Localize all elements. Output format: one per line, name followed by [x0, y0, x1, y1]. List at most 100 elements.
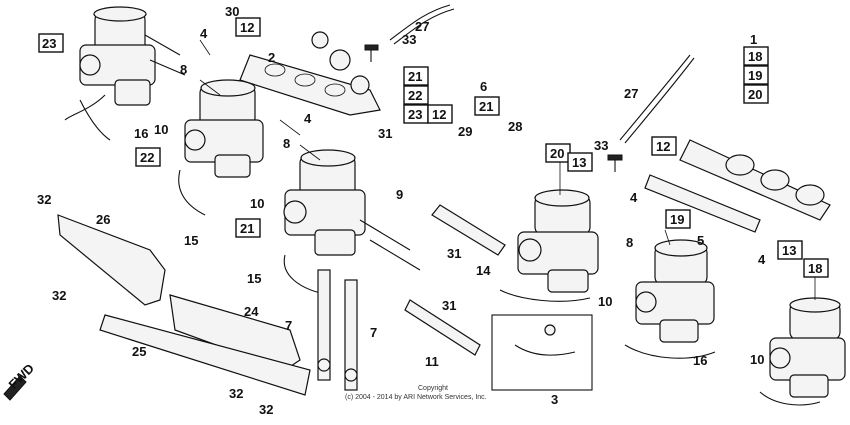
copyright-line-2: (c) 2004 - 2014 by ARI Network Services,…: [345, 394, 487, 401]
label-32: 32: [229, 386, 243, 401]
label-7: 7: [370, 325, 377, 340]
svg-text:12: 12: [432, 107, 446, 122]
label-24: 24: [244, 304, 259, 319]
boxed-callouts: 23 12 21 22 23 12 21 22 18 19 20 20 13 1…: [38, 17, 829, 278]
label-29: 29: [458, 124, 472, 139]
callout-box-21: 21: [235, 218, 261, 238]
fwd-arrow-shape: [3, 375, 27, 401]
label-15: 15: [247, 271, 261, 286]
label-30: 30: [225, 4, 239, 19]
callout-box-18: 18: [803, 258, 829, 278]
label-8: 8: [626, 235, 633, 250]
svg-text:12: 12: [656, 139, 670, 154]
carburetor-assembly-5: [624, 239, 716, 359]
callout-box-23: 23: [38, 33, 64, 53]
svg-text:20: 20: [550, 146, 564, 161]
vent-tube-27-top: [389, 4, 451, 41]
label-5: 5: [697, 233, 704, 248]
carburetor-assembly-3: [283, 149, 366, 296]
plate-12-right: [644, 174, 761, 233]
label-10: 10: [750, 352, 764, 367]
part-labels: 30 27 4 33 2 8 10 16 4 8 31 29 6 28 1 27…: [37, 4, 766, 417]
callout-box-13: 13: [567, 152, 593, 172]
callout-box-18: 18: [743, 46, 769, 66]
label-4: 4: [758, 252, 766, 267]
label-16: 16: [693, 353, 707, 368]
svg-text:12: 12: [240, 20, 254, 35]
label-11: 11: [425, 354, 439, 369]
label-33: 33: [402, 32, 416, 47]
label-1: 1: [750, 32, 757, 47]
label-26: 26: [96, 212, 110, 227]
callout-box-12: 12: [651, 136, 677, 156]
svg-text:22: 22: [140, 150, 154, 165]
svg-text:19: 19: [748, 68, 762, 83]
label-10: 10: [598, 294, 612, 309]
link-arm-11: [404, 299, 481, 356]
label-2: 2: [268, 50, 275, 65]
callout-box-23: 23: [403, 104, 429, 124]
svg-text:21: 21: [408, 69, 422, 84]
svg-text:13: 13: [782, 243, 796, 258]
stay-26: [57, 214, 166, 306]
svg-text:21: 21: [240, 221, 254, 236]
label-33: 33: [594, 138, 608, 153]
label-27: 27: [415, 19, 429, 34]
callout-box-19: 19: [665, 209, 691, 229]
svg-text:23: 23: [408, 107, 422, 122]
insulator-strip-right: [679, 139, 831, 221]
svg-text:19: 19: [670, 212, 684, 227]
label-32: 32: [37, 192, 51, 207]
carburetor-assembly-2: [178, 79, 264, 216]
link-arm-14: [431, 204, 506, 256]
label-10: 10: [250, 196, 264, 211]
svg-text:21: 21: [479, 99, 493, 114]
label-4: 4: [200, 26, 208, 41]
label-4: 4: [630, 190, 638, 205]
callout-box-22: 22: [403, 85, 429, 105]
label-27: 27: [624, 86, 638, 101]
label-10: 10: [154, 122, 168, 137]
label-25: 25: [132, 344, 146, 359]
callout-box-19: 19: [743, 65, 769, 85]
label-3: 3: [551, 392, 558, 407]
label-14: 14: [476, 263, 491, 278]
callout-box-21: 21: [403, 66, 429, 86]
label-32: 32: [52, 288, 66, 303]
label-15: 15: [184, 233, 198, 248]
label-16: 16: [134, 126, 148, 141]
callout-box-13: 13: [777, 240, 803, 260]
stay-25: [99, 314, 311, 396]
svg-text:18: 18: [808, 261, 822, 276]
callout-box-12: 12: [427, 104, 453, 124]
carburetor-assembly-4: [499, 189, 599, 302]
line-art: [3, 4, 846, 406]
label-4: 4: [304, 111, 312, 126]
svg-text:18: 18: [748, 49, 762, 64]
svg-text:22: 22: [408, 88, 422, 103]
label-7: 7: [285, 318, 292, 333]
label-31: 31: [378, 126, 392, 141]
vent-tube-27-right: [619, 54, 691, 141]
label-8: 8: [283, 136, 290, 151]
carburetor-assembly-1: [64, 6, 186, 141]
label-32: 32: [259, 402, 273, 417]
callout-box-20: 20: [545, 143, 571, 163]
callout-box-12: 12: [235, 17, 261, 37]
label-28: 28: [508, 119, 522, 134]
label-31: 31: [447, 246, 461, 261]
svg-text:23: 23: [42, 36, 56, 51]
svg-text:13: 13: [572, 155, 586, 170]
label-6: 6: [480, 79, 487, 94]
callout-box-22: 22: [135, 147, 161, 167]
callout-box-20: 20: [743, 84, 769, 104]
copyright-line-1: Copyright: [418, 385, 448, 392]
choke-rods: [317, 269, 358, 391]
label-31: 31: [442, 298, 456, 313]
insulator-strip-upper: [239, 31, 381, 116]
carburetor-assembly-6: [759, 297, 846, 406]
callout-box-21: 21: [474, 96, 500, 116]
sensor-box-3: [491, 314, 593, 391]
